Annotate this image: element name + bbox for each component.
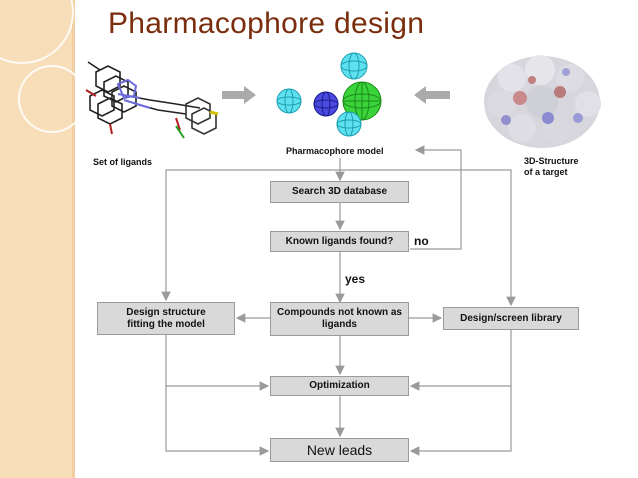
- design-structure-box: Design structure fitting the model: [97, 302, 235, 335]
- cyan-sphere-left: [276, 88, 302, 114]
- ligands-caption: Set of ligands: [93, 157, 153, 167]
- target-structure-image: [484, 55, 601, 148]
- cyan-sphere-bottom: [336, 111, 362, 137]
- arrow-target-to-model: [414, 86, 450, 104]
- target-caption-line1: 3D-Structure: [524, 156, 579, 166]
- green-sphere: [342, 81, 382, 121]
- blue-sphere: [313, 91, 339, 117]
- optimization-box: Optimization: [270, 376, 409, 396]
- yes-label: yes: [345, 272, 366, 286]
- new-leads-label: New leads: [306, 442, 373, 458]
- new-leads-box: New leads: [270, 438, 409, 462]
- sidebar-edge: [72, 0, 75, 478]
- arrow-ligands-to-model: [222, 86, 256, 104]
- model-caption: Pharmacophore model: [286, 146, 384, 156]
- compounds-line1: Compounds not known as: [277, 307, 402, 318]
- design-structure-line2: fitting the model: [127, 318, 205, 330]
- compounds-box: Compounds not known as ligands: [270, 302, 409, 336]
- optimization-label: Optimization: [309, 380, 370, 391]
- decorative-ring-mid: [18, 65, 86, 133]
- compounds-line2: ligands: [321, 319, 357, 330]
- known-ligands-label: Known ligands found?: [285, 235, 394, 247]
- design-screen-library-box: Design/screen library: [443, 307, 579, 330]
- known-ligands-box: Known ligands found?: [270, 231, 409, 252]
- cyan-sphere-top: [340, 52, 368, 80]
- design-screen-library-label: Design/screen library: [460, 312, 562, 324]
- ligands-image: [85, 61, 219, 139]
- target-caption-line2: of a target: [524, 167, 568, 177]
- search-3d-database-label: Search 3D database: [291, 186, 388, 197]
- pharmacophore-model-image: [276, 52, 382, 137]
- no-label: no: [414, 234, 429, 248]
- search-3d-database-box: Search 3D database: [270, 181, 409, 203]
- slide-title: Pharmacophore design: [108, 7, 425, 40]
- design-structure-line1: Design structure: [126, 306, 206, 318]
